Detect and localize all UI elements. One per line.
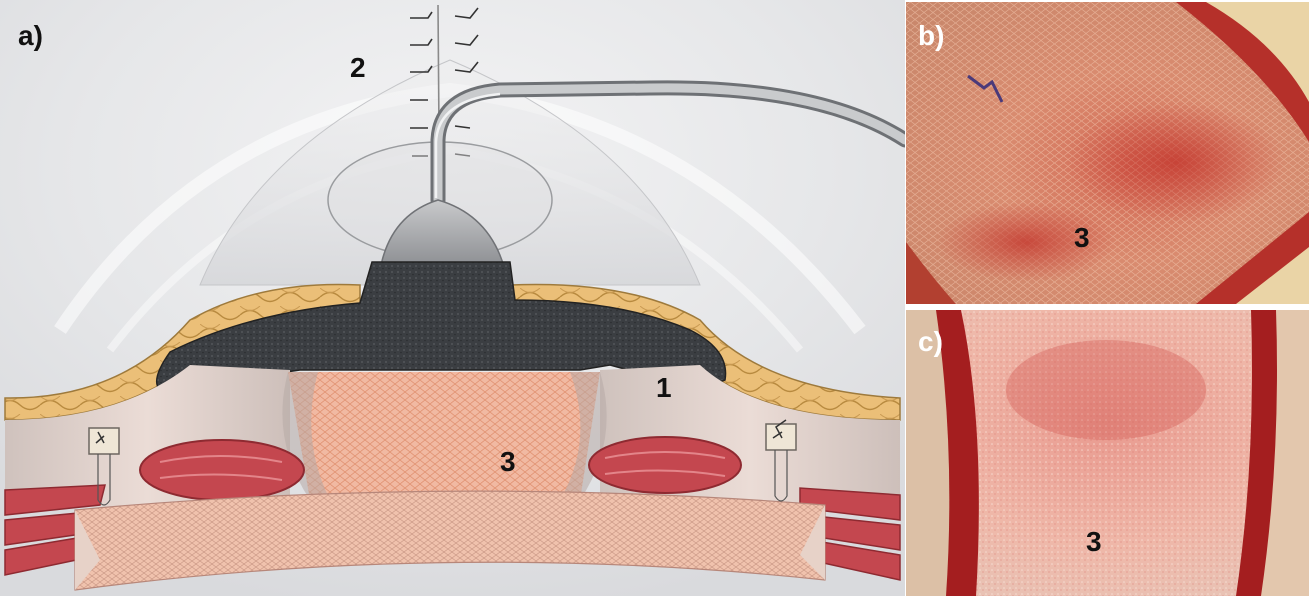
label-1: 1 xyxy=(656,374,672,402)
panel-c-photo: c) 3 xyxy=(906,310,1309,596)
panel-c-label: c) xyxy=(918,328,943,356)
label-3-photo-b: 3 xyxy=(1074,224,1090,252)
central-mesh xyxy=(288,372,600,500)
label-3-illustration: 3 xyxy=(500,448,516,476)
panel-a-illustration: a) 2 1 3 xyxy=(0,0,905,596)
panel-b-label: b) xyxy=(918,22,944,50)
panel-b-photo: b) 3 xyxy=(906,2,1309,304)
photo-c-tissue xyxy=(906,310,1309,596)
photo-b-tissue xyxy=(906,2,1309,304)
negative-pressure-wound-diagram xyxy=(0,0,905,596)
label-3-photo-c: 3 xyxy=(1086,528,1102,556)
label-2: 2 xyxy=(350,54,366,82)
panel-a-label: a) xyxy=(18,22,43,50)
